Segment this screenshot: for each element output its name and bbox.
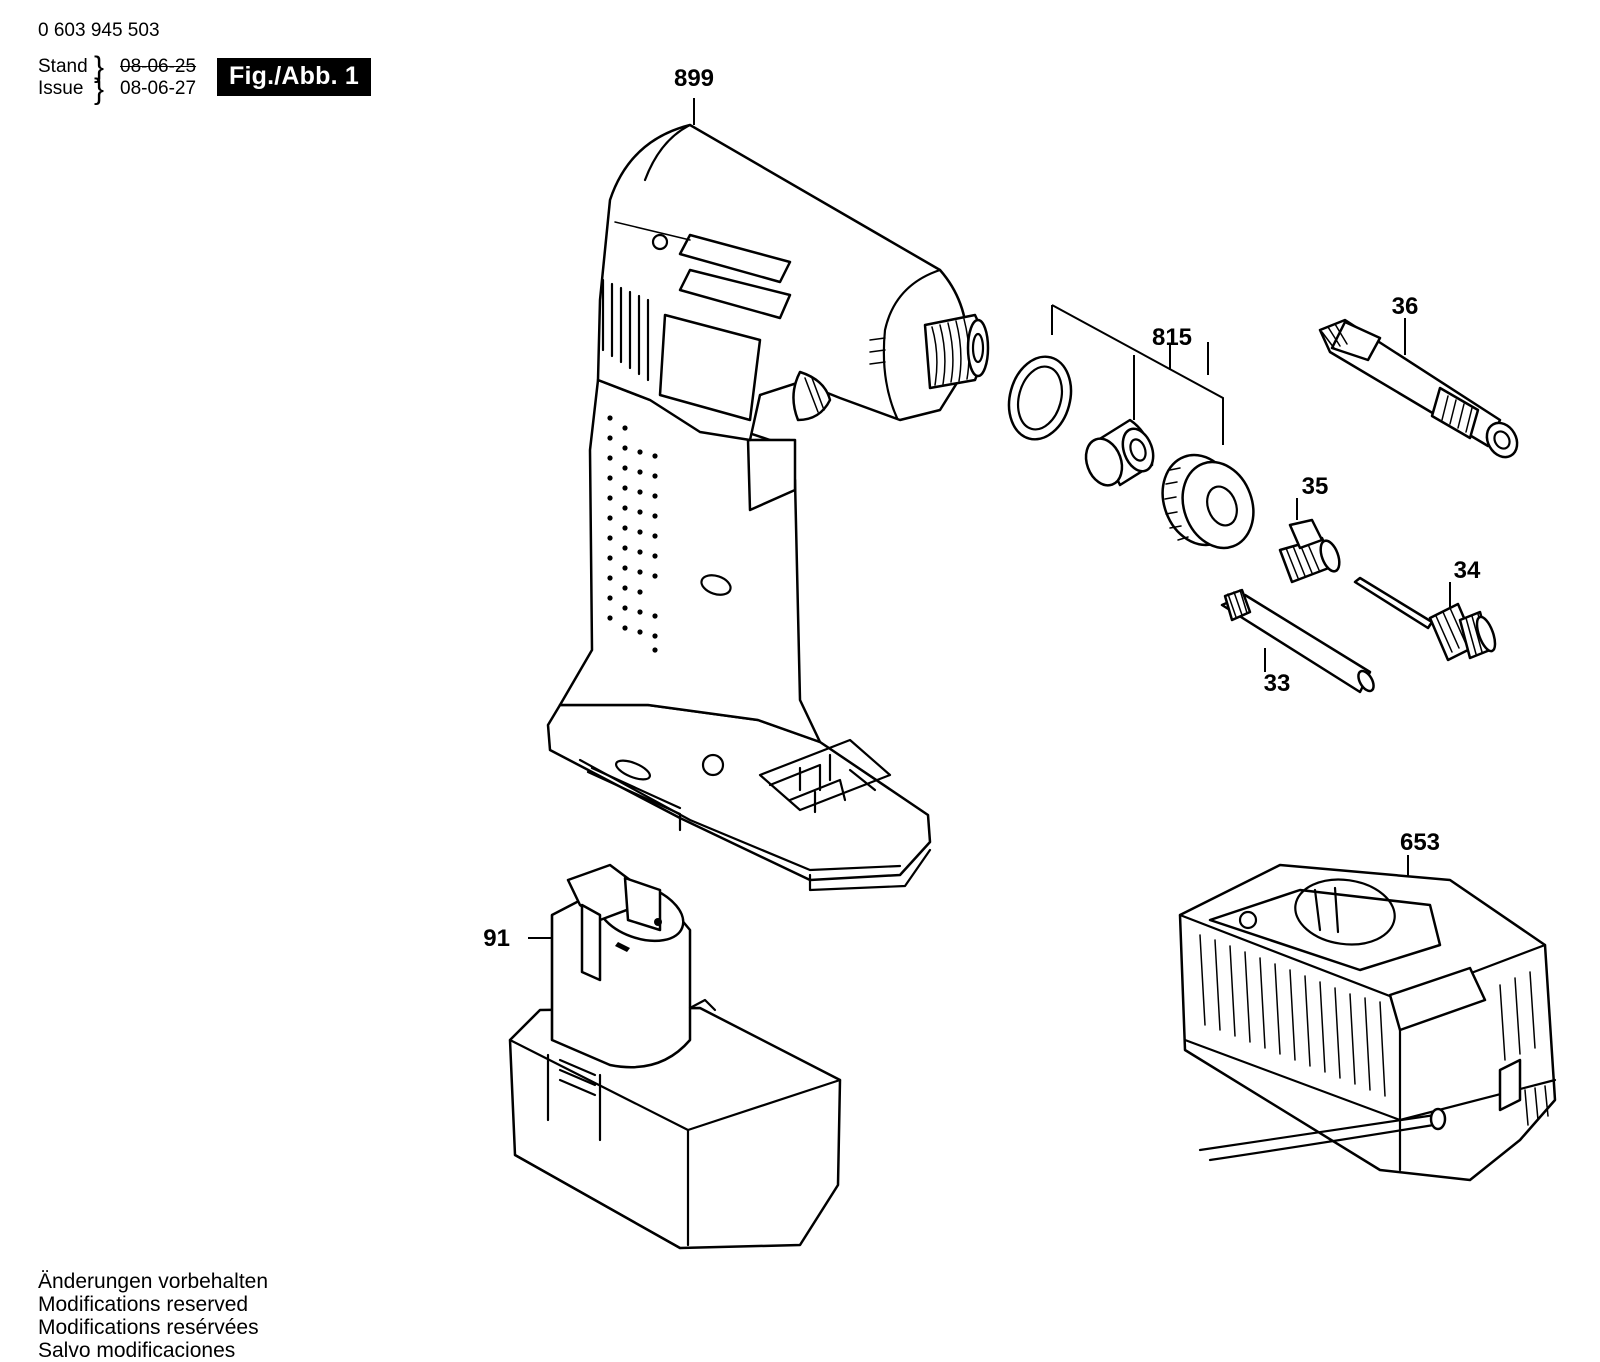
issue-label: Issue <box>38 78 84 99</box>
callout-653: 653 <box>1400 829 1440 856</box>
needle-adapter-part-34 <box>1353 576 1497 662</box>
callout-899: 899 <box>674 65 714 92</box>
modifications-note: Änderungen vorbehalten Modifications res… <box>38 1270 268 1362</box>
callout-33: 33 <box>1264 670 1291 697</box>
note-french: Modifications resérvées <box>38 1316 259 1339</box>
conical-nozzle-part-33 <box>1220 588 1375 694</box>
threaded-adapter-part-35 <box>1278 498 1341 584</box>
stand-date: 08-06-25 <box>120 56 197 77</box>
callout-815: 815 <box>1152 324 1192 351</box>
note-spanish: Salvo modificaciones <box>38 1339 236 1362</box>
battery-pack-part-91 <box>508 863 842 1250</box>
adapter-set-part-815 <box>1007 304 1255 550</box>
callout-34: 34 <box>1454 557 1481 584</box>
callout-36: 36 <box>1392 293 1419 320</box>
callout-35: 35 <box>1302 473 1329 500</box>
charger-part-653 <box>1178 855 1557 1182</box>
note-english: Modifications reserved <box>38 1293 249 1316</box>
ventilation-holes <box>607 415 658 653</box>
brace-top-icon: } <box>94 51 105 84</box>
stand-label: Stand <box>38 56 88 77</box>
figure-badge: Fig./Abb. 1 <box>217 58 371 96</box>
valve-adapter-part-36 <box>1318 318 1519 459</box>
tool-housing-part-899 <box>546 123 990 892</box>
callout-91: 91 <box>483 925 510 952</box>
brace-bottom-icon: } <box>94 73 105 106</box>
part-number: 0 603 945 503 <box>38 20 160 41</box>
note-german: Änderungen vorbehalten <box>38 1270 269 1293</box>
issue-date: 08-06-27 <box>120 78 197 99</box>
